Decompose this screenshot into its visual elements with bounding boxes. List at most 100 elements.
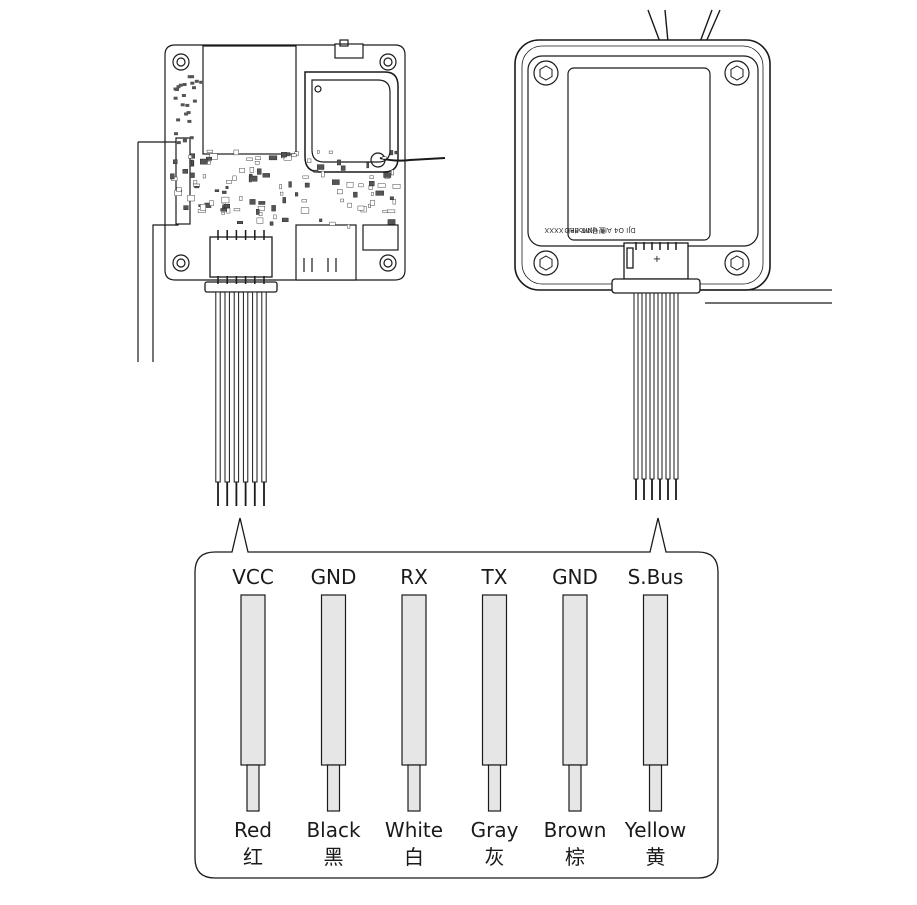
wire-color-label: Red — [234, 818, 272, 842]
board-component — [357, 205, 365, 211]
left-board-connector — [204, 236, 278, 293]
right-unit-connector — [611, 242, 701, 294]
board-component — [185, 103, 190, 107]
wire-color-label-cn: 黑 — [324, 845, 344, 869]
board-component — [368, 203, 371, 208]
board-component — [294, 151, 299, 156]
board-component — [371, 192, 374, 196]
board-component — [180, 103, 185, 107]
board-component — [282, 197, 286, 204]
board-component — [375, 190, 384, 196]
wire-insulation — [642, 594, 669, 766]
wire-color-label-cn: 棕 — [565, 845, 585, 869]
board-component — [383, 172, 392, 178]
board-component — [246, 157, 253, 161]
wire-color-label: Gray — [471, 818, 519, 842]
board-component — [317, 150, 320, 154]
board-component — [346, 181, 354, 188]
board-component — [194, 79, 199, 83]
board-component — [281, 151, 287, 158]
right-wire-bundle — [633, 242, 679, 500]
wire-insulation — [401, 594, 427, 766]
board-component — [189, 172, 195, 178]
board-component — [347, 202, 352, 208]
wire-conductor — [407, 764, 421, 812]
board-components — [170, 75, 401, 229]
left-wire — [242, 291, 249, 483]
board-component — [304, 182, 310, 188]
board-component — [239, 195, 243, 201]
wire-color-label-cn: 黄 — [646, 845, 666, 869]
wire-conductor — [568, 764, 582, 812]
board-component — [220, 208, 228, 212]
board-component — [389, 196, 394, 200]
board-component — [209, 153, 218, 160]
board-component — [382, 156, 387, 160]
board-component — [209, 200, 214, 207]
board-component — [199, 204, 206, 211]
board-component — [233, 208, 241, 212]
board-component — [193, 180, 198, 185]
wire-signal-label: GND — [311, 565, 357, 589]
flight-controller-board — [137, 39, 446, 362]
wire-insulation — [481, 594, 508, 766]
right-wire — [649, 292, 655, 480]
board-component — [369, 175, 374, 180]
air-unit-brand-label: DJI O4 AIR UNIT PRO — [564, 226, 636, 234]
board-component — [256, 217, 264, 224]
board-component — [173, 96, 178, 100]
board-component — [178, 83, 183, 87]
board-component — [174, 132, 178, 136]
board-component — [347, 224, 351, 229]
board-component — [321, 170, 325, 178]
left-wire-bundle — [215, 230, 267, 506]
air-unit-model-label: 型号/Model: XXXX — [544, 226, 605, 235]
board-component — [366, 162, 369, 169]
board-component — [302, 175, 309, 179]
board-component — [295, 192, 299, 197]
board-component — [199, 80, 204, 84]
board-component — [307, 158, 312, 163]
board-component — [175, 88, 179, 91]
board-component — [182, 139, 187, 143]
board-component — [239, 167, 245, 173]
board-component — [207, 160, 211, 165]
board-component — [273, 214, 277, 220]
board-component — [317, 164, 325, 170]
board-component — [222, 190, 227, 194]
board-component — [233, 149, 239, 156]
wire-signal-label: TX — [481, 565, 508, 589]
board-component — [202, 174, 207, 179]
board-component — [340, 198, 344, 203]
board-component — [189, 136, 194, 140]
air-unit — [514, 9, 832, 304]
board-component — [187, 75, 192, 79]
board-component — [190, 81, 195, 85]
board-component — [337, 159, 342, 166]
wire-color-label-cn: 灰 — [485, 845, 505, 869]
wire-conductor — [326, 764, 341, 812]
board-component — [170, 173, 175, 180]
wire-conductor — [487, 764, 502, 812]
board-component — [226, 208, 231, 214]
board-component — [291, 153, 297, 157]
board-component — [257, 206, 266, 211]
right-wire — [673, 292, 679, 480]
board-component — [370, 200, 375, 206]
wire-signal-label: VCC — [232, 565, 274, 589]
board-component — [176, 187, 182, 192]
board-component — [390, 150, 394, 156]
left-wire — [233, 291, 240, 483]
board-component — [301, 199, 307, 203]
wire-color-label: Brown — [544, 818, 607, 842]
wire-signal-label: S.Bus — [628, 565, 684, 589]
wire-color-label: Black — [306, 818, 361, 842]
wire-signal-label: GND — [552, 565, 598, 589]
wire-color-label: Yellow — [624, 818, 687, 842]
left-wire — [215, 291, 221, 483]
board-component — [186, 111, 191, 115]
air-unit-labels: DJI O4 AIR UNIT PRO 型号/Model: XXXX — [544, 226, 635, 235]
board-component — [258, 201, 266, 205]
wire-insulation — [562, 594, 588, 766]
